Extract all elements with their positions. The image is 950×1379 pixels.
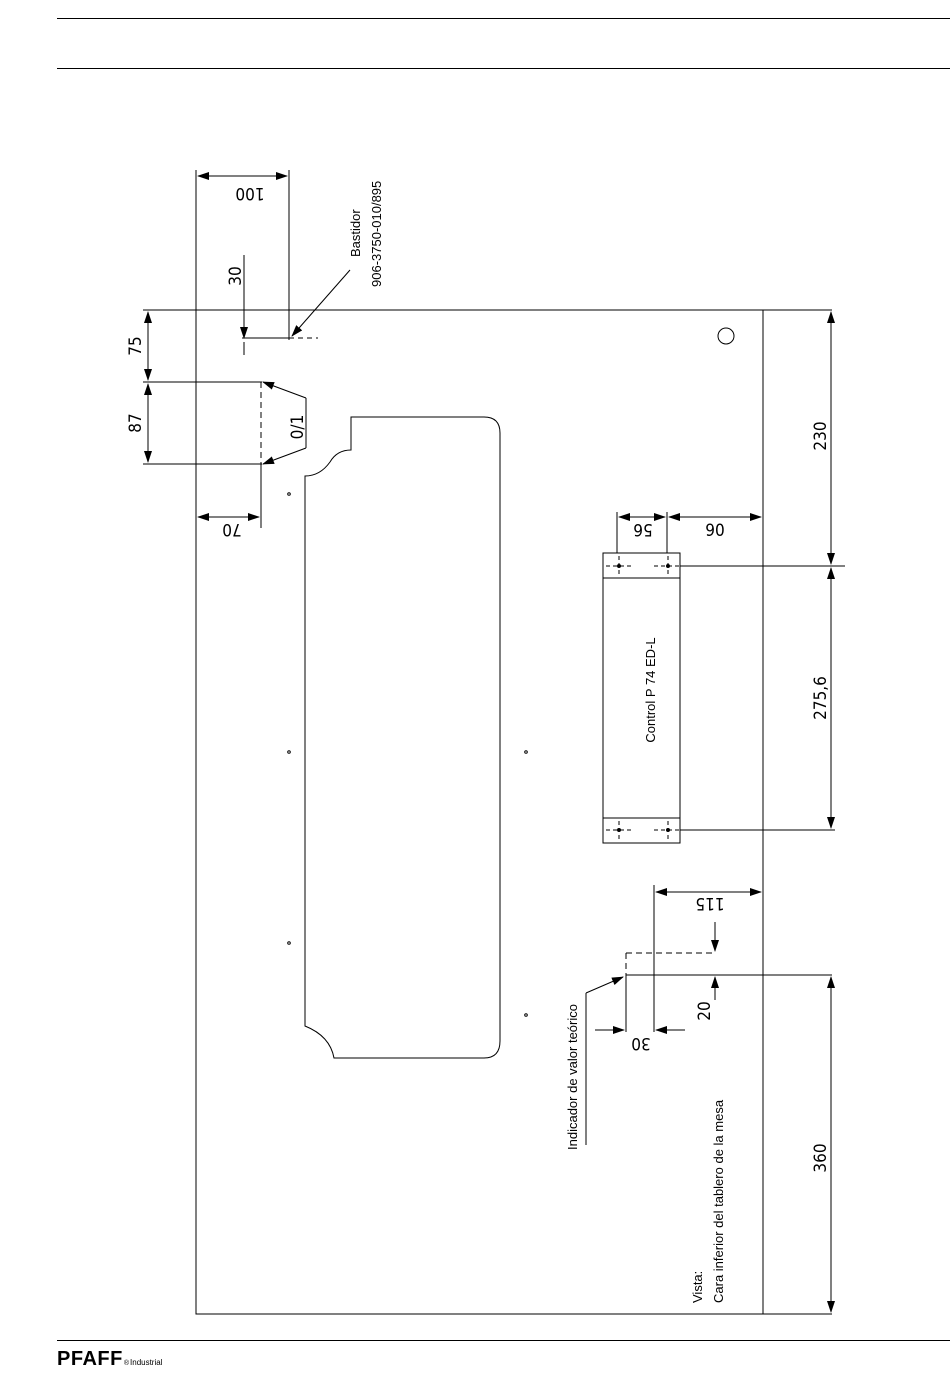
- table-hole: [718, 328, 734, 344]
- dimension-87: 87: [126, 413, 146, 432]
- cutout-label: 0/1: [288, 415, 308, 440]
- screw-hole: [525, 1014, 528, 1017]
- dimension-30-top: 30: [226, 266, 246, 285]
- footer-rule: [57, 1340, 950, 1341]
- view-label-line1: Vista:: [690, 1271, 705, 1303]
- screw-hole: [288, 751, 291, 754]
- dimension-230: 230: [811, 421, 831, 450]
- dimension-70: 70: [222, 519, 241, 539]
- view-label-line2: Cara inferior del tablero de la mesa: [711, 1099, 726, 1303]
- frame-label-line2: 906-3750-010/895: [369, 181, 384, 287]
- dimension-75: 75: [126, 336, 146, 355]
- machine-cutout: [305, 417, 500, 1058]
- indicator-label: Indicador de valor teórico: [565, 1004, 580, 1150]
- screw-hole: [288, 493, 291, 496]
- frame-label-line1: Bastidor: [348, 209, 363, 257]
- dimension-100: 100: [235, 183, 264, 203]
- logo-brand: PFAFF: [57, 1348, 123, 1371]
- dimension-275-6: 275,6: [811, 676, 831, 720]
- screw-hole: [525, 751, 528, 754]
- dimension-56: 56: [633, 519, 652, 539]
- dimension-30-bottom: 30: [631, 1033, 650, 1053]
- screw-hole: [288, 942, 291, 945]
- table-outline: [196, 310, 763, 1314]
- logo-subtitle: Industrial: [130, 1358, 162, 1367]
- control-box: [603, 553, 680, 843]
- pfaff-logo: PFAFF®Industrial: [57, 1348, 162, 1371]
- logo-registered-mark: ®: [124, 1360, 129, 1367]
- control-label: Control P 74 ED-L: [643, 637, 658, 742]
- dimension-360: 360: [811, 1143, 831, 1172]
- dimension-90: 90: [705, 521, 724, 541]
- dimension-20: 20: [695, 1001, 715, 1020]
- dimension-115: 115: [695, 893, 724, 913]
